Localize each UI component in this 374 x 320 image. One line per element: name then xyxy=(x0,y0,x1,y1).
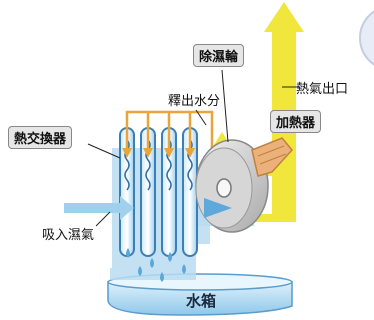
air-to-wheel-arrow xyxy=(204,198,232,218)
heater-label: 加熱器 xyxy=(270,110,322,133)
leader-lines xyxy=(87,69,300,227)
hot-air-outlet-label: 熱氣出口 xyxy=(296,82,349,97)
water-droplets xyxy=(126,248,186,282)
humid-air-inlet-label: 吸入濕氣 xyxy=(42,228,95,243)
heater xyxy=(251,137,293,177)
corner-circle xyxy=(359,10,374,66)
heat-exchanger-label: 熱交換器 xyxy=(8,126,73,149)
inlet-arrow xyxy=(64,196,134,220)
release-water-label: 釋出水分 xyxy=(168,94,221,109)
desiccant-wheel-label: 除濕輪 xyxy=(193,44,245,67)
water-tank-label: 水箱 xyxy=(186,292,217,310)
